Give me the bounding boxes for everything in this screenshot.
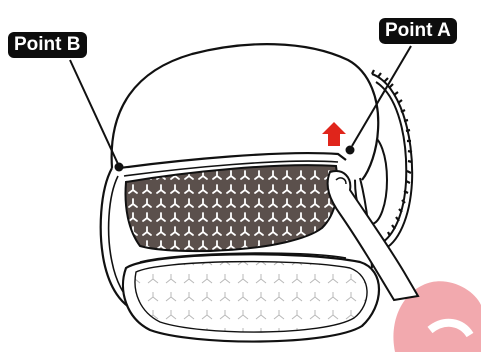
lower-mesh-filter — [135, 262, 367, 332]
lower-tray — [123, 253, 379, 341]
upper-mesh-filter — [126, 165, 338, 251]
point-b-label: Point B — [8, 32, 87, 58]
point-a-label: Point A — [379, 18, 457, 44]
